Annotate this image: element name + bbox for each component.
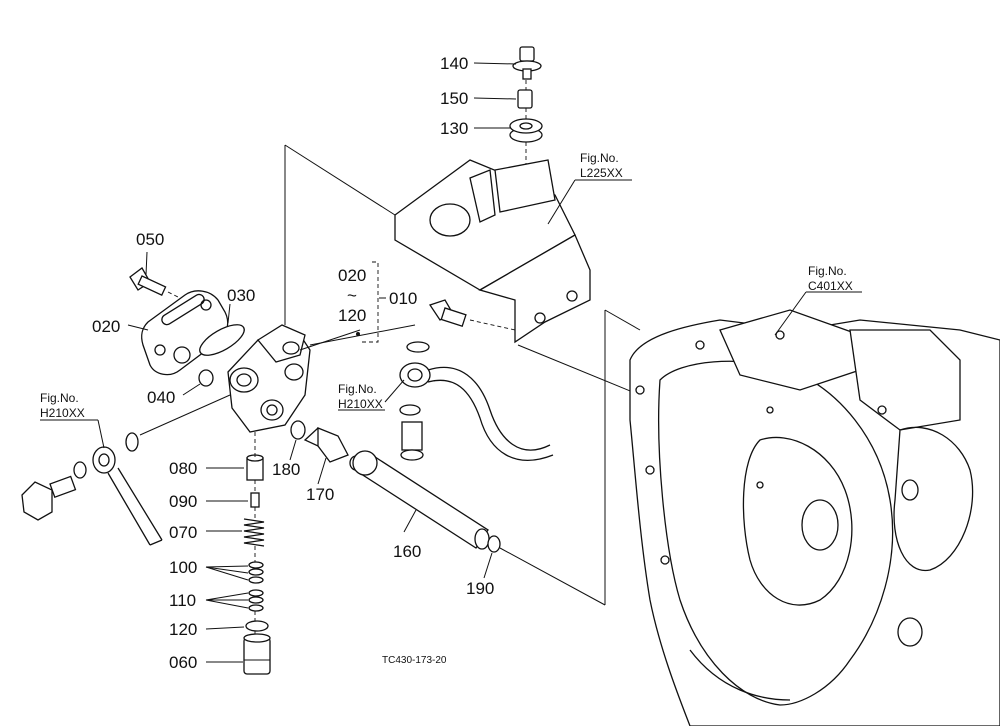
label-120-range: 120 [338,306,366,325]
collar-150 [517,89,533,109]
oring-040 [198,369,214,387]
cushion-130 [509,118,543,143]
label-060: 060 [169,653,197,672]
washer-left-1 [73,461,87,479]
label-100: 100 [169,558,197,577]
oring-030 [199,324,245,356]
label-range-tilde: ~ [347,286,357,305]
label-090: 090 [169,492,197,511]
bolt-mid [428,299,467,328]
pipe-160 [352,450,490,550]
washer-left-2 [125,432,139,452]
label-030: 030 [227,286,255,305]
banjo-bolt-left [21,475,77,521]
valve-body [227,324,311,433]
figref-h210-left-title: Fig.No. [40,391,79,405]
drawing-code: TC430-173-20 [382,655,447,666]
label-180: 180 [272,460,300,479]
bolt-140 [512,46,542,80]
label-020: 020 [92,317,120,336]
bolt-050 [129,267,167,297]
figref-l225-code: L225XX [580,166,623,180]
hose-h210-mid [399,341,554,461]
figref-h210-mid-title: Fig.No. [338,382,377,396]
label-080: 080 [169,459,197,478]
bracket-l225 [394,159,591,344]
plate-020 [141,290,229,376]
figref-l225-title: Fig.No. [580,151,619,165]
plug-060 [243,633,271,675]
oring-120 [245,620,269,632]
label-040: 040 [147,388,175,407]
spring-070 [243,518,265,547]
label-190: 190 [466,579,494,598]
washers-110 [248,589,264,612]
oring-180 [290,420,306,440]
label-160: 160 [393,542,421,561]
plug-080 [246,454,264,481]
label-010: 010 [389,289,417,308]
label-070: 070 [169,523,197,542]
label-150: 150 [440,89,468,108]
poppet-090 [250,492,260,508]
figref-c401-code: C401XX [808,279,853,293]
label-020-range: 020 [338,266,366,285]
label-120: 120 [169,620,197,639]
figref-h210-mid-code: H210XX [338,397,383,411]
label-050: 050 [136,230,164,249]
oring-190 [487,535,501,553]
label-140: 140 [440,54,468,73]
label-170: 170 [306,485,334,504]
label-130: 130 [440,119,468,138]
figref-h210-left-code: H210XX [40,406,85,420]
figref-c401-title: Fig.No. [808,264,847,278]
washers-100 [248,561,264,584]
label-110: 110 [169,591,196,610]
transmission-housing-c401 [629,309,1000,726]
banjo-left [92,446,116,474]
